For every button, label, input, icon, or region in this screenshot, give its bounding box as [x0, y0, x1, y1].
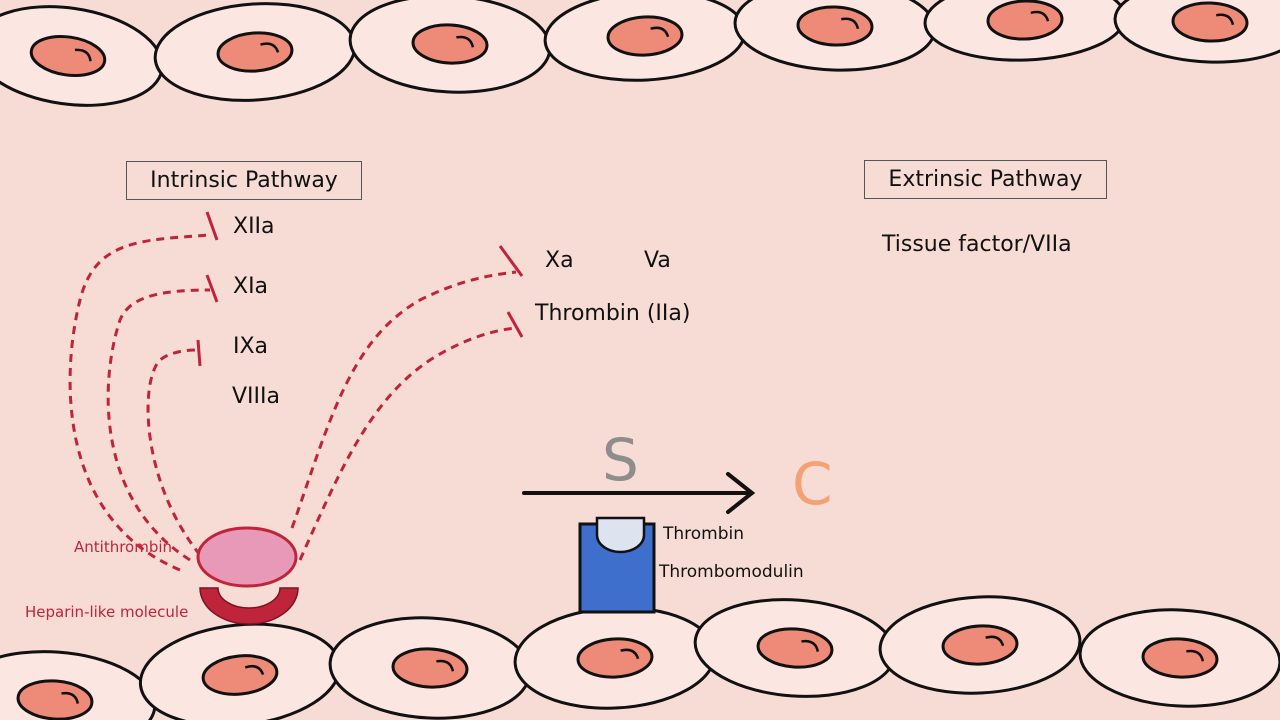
bar-xia: [205, 274, 219, 303]
endothelial-cell: [543, 0, 747, 82]
tissue-factor-label: Tissue factor/VIIa: [882, 232, 1072, 257]
thrombomodulin-label: Thrombomodulin: [659, 562, 804, 582]
substrate-s-label: S: [602, 426, 639, 494]
endothelial-cell: [328, 616, 532, 720]
product-c-label: C: [792, 450, 833, 518]
heparin-like-molecule-shape: [199, 587, 299, 625]
endothelial-cell: [1113, 0, 1280, 64]
cell-nucleus: [29, 34, 107, 78]
endothelial-cell: [878, 595, 1082, 695]
factor-xa-label: Xa: [545, 248, 574, 273]
cell-nucleus: [1141, 637, 1219, 679]
cell-nucleus: [201, 654, 279, 696]
extrinsic-pathway-title: Extrinsic Pathway: [864, 160, 1107, 199]
factor-va-label: Va: [644, 248, 671, 273]
thrombin-shape: [595, 516, 646, 554]
endothelial-cell: [0, 650, 157, 720]
cell-nucleus: [941, 624, 1019, 666]
factor-ixa-label: IXa: [233, 334, 269, 359]
thrombin-iia-label: Thrombin (IIa): [535, 301, 691, 326]
endothelial-cell: [1078, 608, 1280, 708]
endothelial-cell: [923, 0, 1127, 62]
inhibit-ixa-curve: [146, 348, 202, 556]
antithrombin-label: Antithrombin: [74, 538, 173, 556]
endothelial-cell: [693, 598, 897, 698]
endothelial-cell: [138, 622, 342, 720]
endothelial-cell: [0, 5, 164, 107]
bar-ixa: [196, 339, 202, 367]
endothelial-cell: [733, 0, 937, 72]
cell-nucleus: [16, 679, 94, 720]
cell-nucleus: [1171, 1, 1249, 43]
factor-xiia-label: XIIa: [233, 214, 275, 239]
intrinsic-pathway-title: Intrinsic Pathway: [126, 161, 362, 200]
bar-thrombin: [506, 311, 524, 338]
cell-nucleus: [391, 647, 469, 689]
cell-nucleus: [606, 15, 684, 57]
factor-viiia-label: VIIIa: [232, 384, 280, 409]
cell-nucleus: [756, 627, 834, 669]
inhibit-xiia-curve: [68, 233, 211, 572]
cell-nucleus: [986, 0, 1064, 41]
cell-nucleus: [216, 31, 294, 73]
conversion-arrow: [522, 472, 756, 514]
heparin-like-molecule-label: Heparin-like molecule: [25, 603, 189, 621]
cell-nucleus: [796, 5, 874, 47]
thrombin-label: Thrombin: [663, 524, 745, 544]
inhibition-bars: [196, 211, 524, 367]
inhibition-curves: [68, 233, 517, 572]
bottom-endothelium: [0, 595, 1280, 720]
endothelial-cell: [153, 2, 357, 102]
endothelial-cell: [513, 606, 717, 710]
cell-nucleus: [411, 23, 489, 65]
antithrombin-shape: [196, 526, 298, 588]
bar-xa: [498, 245, 524, 277]
inhibit-xia-curve: [106, 288, 211, 562]
bar-xiia: [205, 211, 219, 241]
thrombomodulin-complex: [578, 516, 656, 614]
cell-nucleus: [576, 637, 654, 679]
endothelial-cell: [348, 0, 552, 94]
inhibit-xa-curve: [290, 270, 517, 529]
antithrombin-complex: [196, 526, 299, 625]
top-endothelium: [0, 0, 1280, 107]
inhibit-thrombin-curve: [298, 326, 517, 561]
factor-xia-label: XIa: [233, 274, 269, 299]
